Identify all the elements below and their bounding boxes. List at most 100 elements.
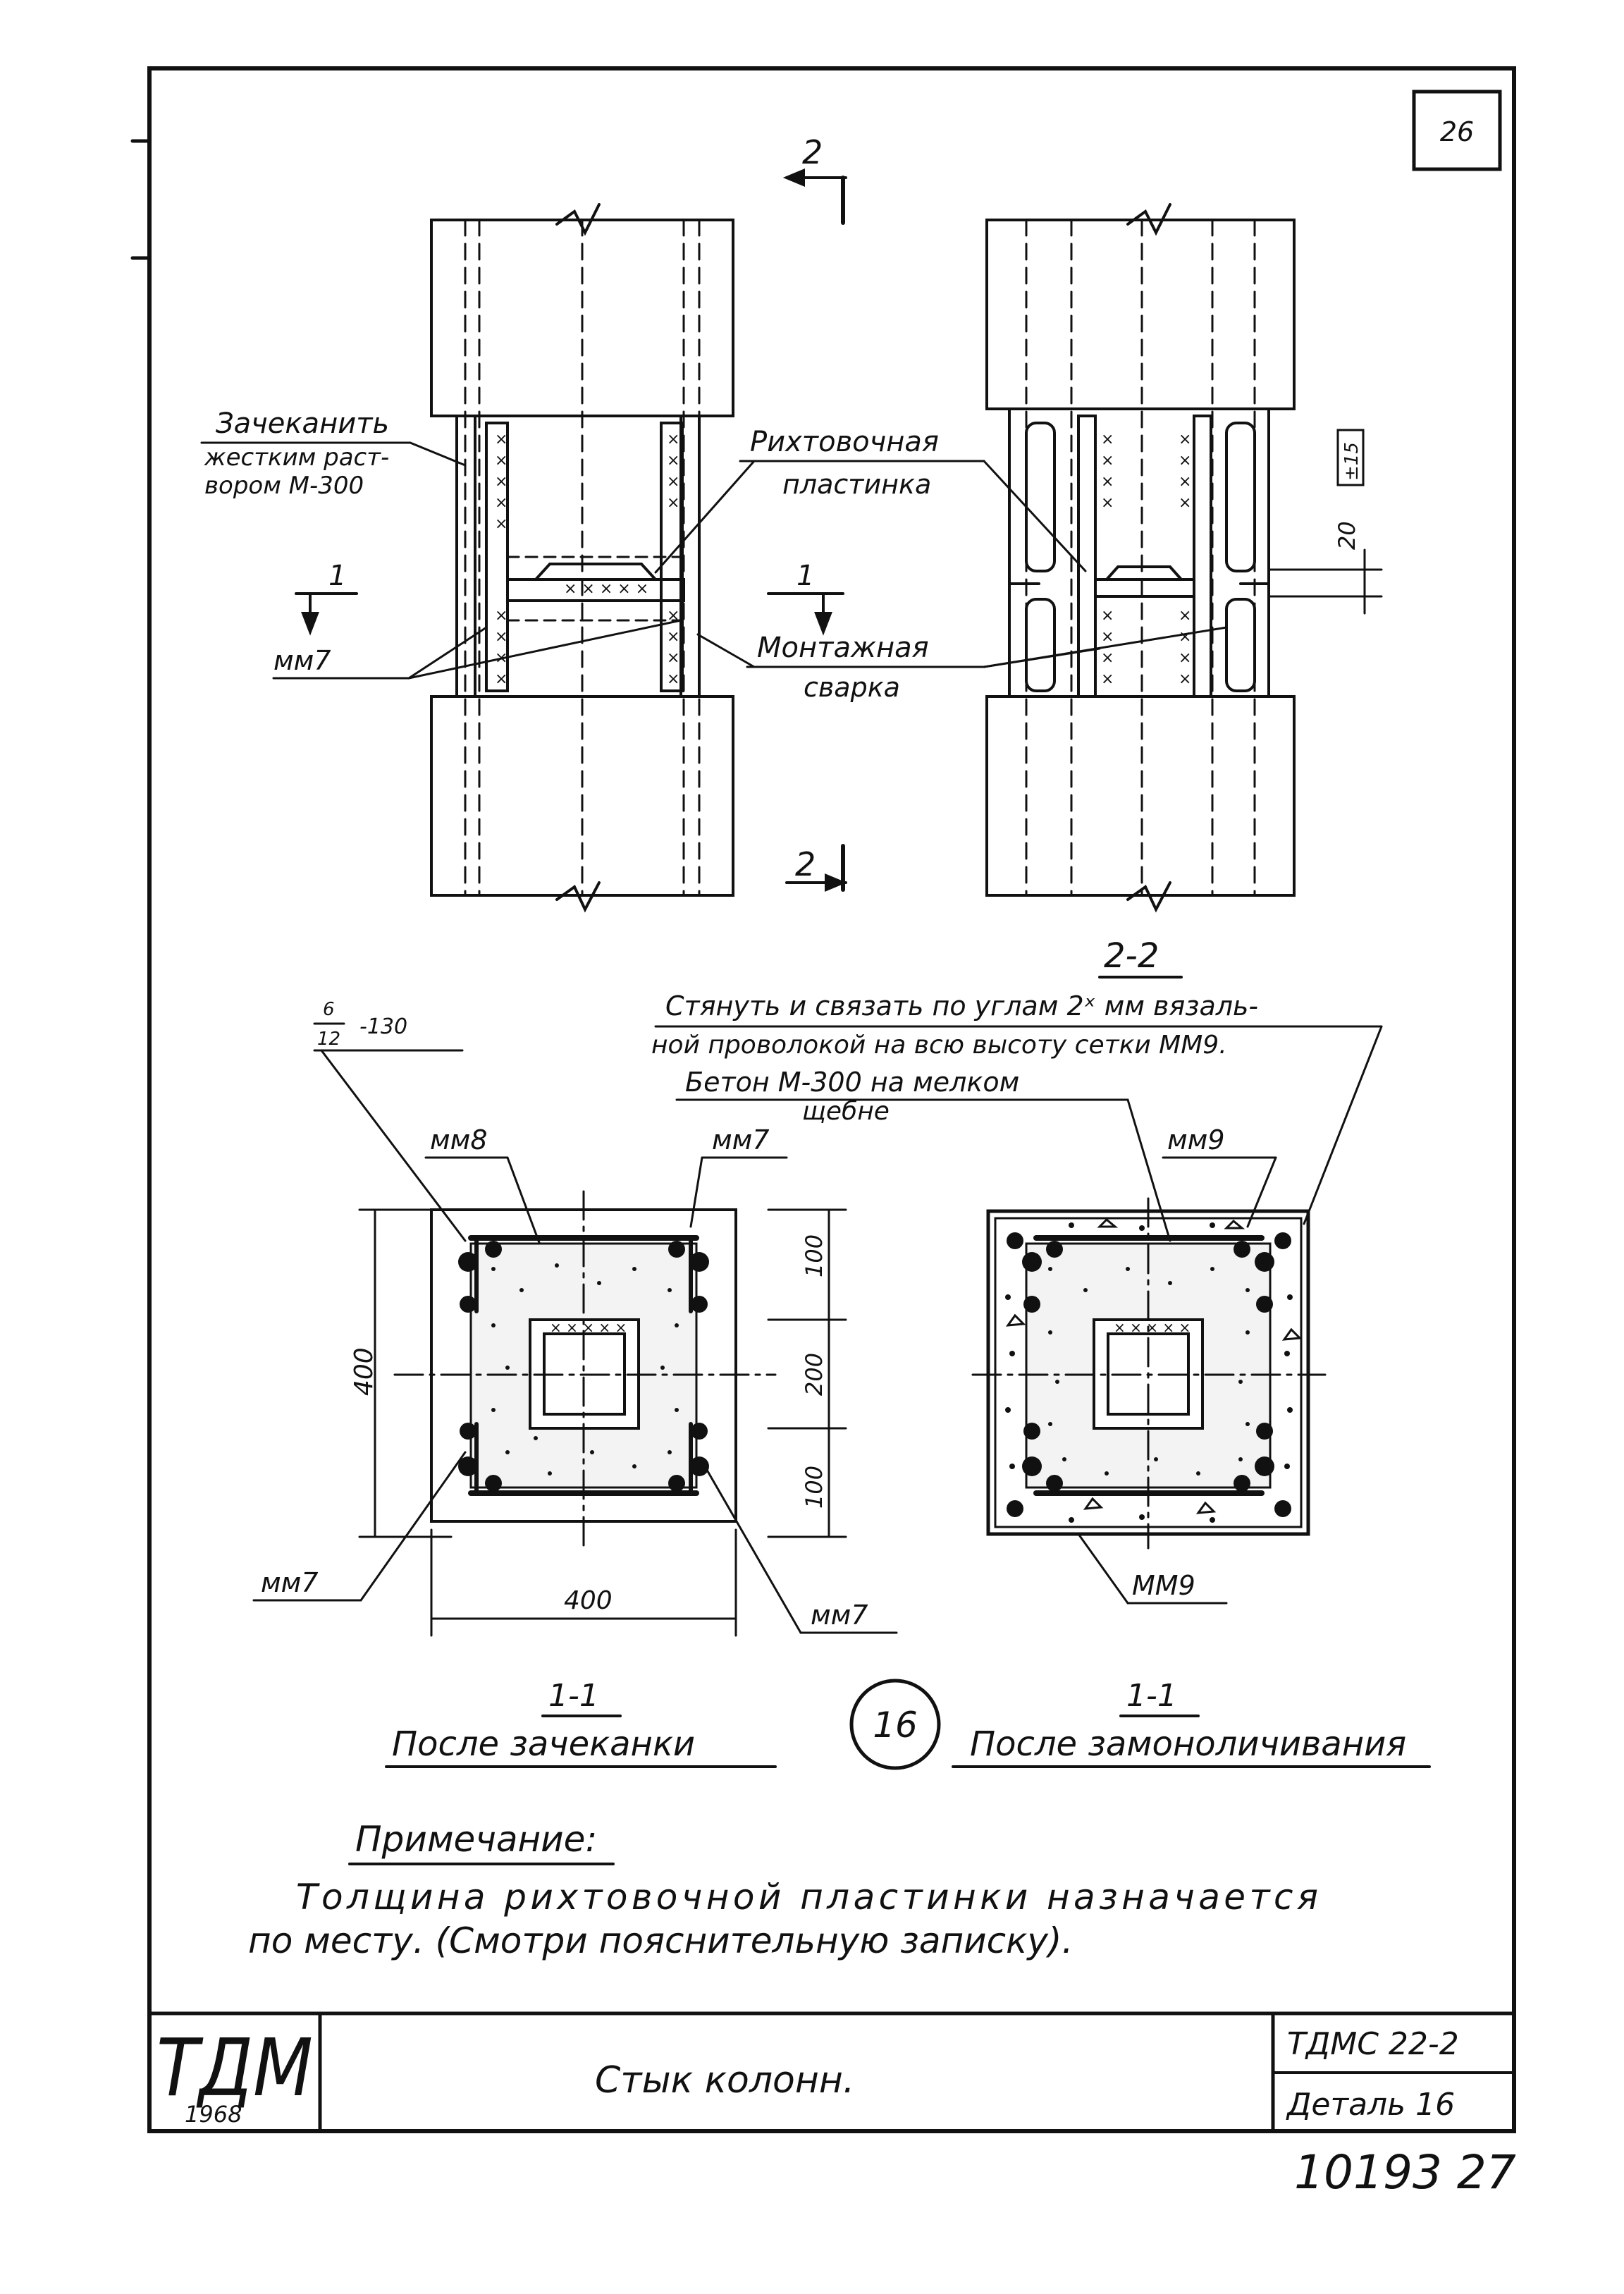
side-block <box>1225 598 1256 692</box>
svg-text:×: × <box>1179 473 1191 491</box>
callout-weld-line1: Монтажная <box>757 632 929 664</box>
callout-caulk: Зачеканить жестким раст- вором М-300 <box>200 407 467 500</box>
svg-text:×: × <box>1101 649 1114 667</box>
detail-number: 16 <box>873 1705 918 1746</box>
svg-text:×: × <box>667 473 679 491</box>
cut-mark-1-right: 1 <box>796 560 814 592</box>
side-block <box>1225 422 1256 572</box>
weld-crosses: ×××× ×××× ×××× ×××× <box>1101 431 1191 688</box>
lower-column-left <box>430 695 734 897</box>
logo-tdm: ТДМ <box>156 2023 313 2114</box>
side-block <box>1025 422 1056 572</box>
core-welds: × × × × × <box>1114 1319 1191 1336</box>
label-mm7-left: мм7 <box>261 1567 319 1598</box>
corner-welds <box>458 1241 709 1492</box>
upper-column-left <box>430 219 734 417</box>
label-mm7-top: мм7 <box>712 1124 770 1155</box>
svg-text:×: × <box>1101 628 1114 646</box>
lower-column-right <box>985 695 1296 897</box>
dim-width: 400 <box>564 1586 613 1615</box>
notes-line1: Толщина рихтовочной пластинки назначаетс… <box>296 1877 1318 1918</box>
svg-text:×: × <box>1101 670 1114 688</box>
svg-text:×: × <box>1101 494 1114 512</box>
steel-angle <box>1077 415 1097 698</box>
dim-mid: 200 <box>801 1353 828 1396</box>
section-arrowhead <box>825 873 847 892</box>
page-number-box <box>1412 90 1502 171</box>
upper-column-right <box>985 219 1296 410</box>
svg-text:×: × <box>667 494 679 512</box>
dim-gap: 20 <box>1334 521 1360 550</box>
callout-plate-line2: пластинка <box>782 469 931 500</box>
plan-right-title-num: 1-1 <box>1126 1678 1177 1714</box>
callout-weld: Монтажная сварка <box>696 626 1228 703</box>
svg-text:×: × <box>667 607 679 625</box>
plan-left: 6 12 -130 мм8 мм7 × × × × × <box>252 999 898 1768</box>
dim-height: 400 <box>350 1347 379 1396</box>
svg-text:×: × <box>495 628 508 646</box>
plan-left-title: После зачеканки <box>392 1724 695 1764</box>
dim-bottom: 100 <box>801 1466 828 1509</box>
plan-left-title-num: 1-1 <box>548 1678 599 1714</box>
dim-tolerance-box <box>1336 429 1365 486</box>
svg-text:×: × <box>1179 649 1191 667</box>
elevation-right: ×××× ×××× ×××× ×××× 20 ±15 2-2 <box>985 203 1383 979</box>
core-inner <box>1107 1332 1190 1416</box>
svg-text:×: × <box>495 494 508 512</box>
plate-weld <box>1105 565 1183 581</box>
core-welds: × × × × × <box>550 1319 627 1336</box>
concrete-aggregate <box>1005 1222 1293 1523</box>
weld-crosses: ××××× ×××× ×××× ×××× <box>495 431 679 688</box>
sheet-frame <box>147 66 1516 2133</box>
callout-mm7: мм7 <box>272 619 682 680</box>
dim-top: 100 <box>801 1234 828 1277</box>
break-mark <box>555 203 601 236</box>
label-mm7-right: мм7 <box>811 1600 868 1631</box>
side-block <box>1025 598 1056 692</box>
notes-line2: по месту. (Смотри пояснительную записку)… <box>248 1920 1073 1961</box>
note-tie-line1: Стянуть и связать по углам 2ˣ мм вязаль- <box>665 990 1258 1022</box>
grout-dots <box>491 1263 679 1476</box>
note-tie-line2: ной проволокой на всю высоту сетки ММ9. <box>651 1031 1227 1060</box>
note-concrete-line1: Бетон М-300 на мелком <box>685 1067 1019 1098</box>
leveling-plate <box>506 578 685 602</box>
elevation-left: × × × × × ××××× ×××× ×××× ×××× 2 2 1 1 <box>200 133 847 913</box>
page-number: 26 <box>1440 116 1474 147</box>
section-mark-2-bottom: 2 <box>795 845 816 883</box>
title-block: ТДМ 1968 Стык колонн. ТДМС 22-2 Деталь 1… <box>147 2011 1516 2133</box>
drawing-detail: Деталь 16 <box>1286 2087 1455 2123</box>
callout-caulk-line3: вором М-300 <box>204 472 364 500</box>
svg-text:×: × <box>495 515 508 533</box>
svg-text:×: × <box>495 607 508 625</box>
label-mm9-top: мм9 <box>1167 1124 1225 1155</box>
svg-text:×: × <box>1179 628 1191 646</box>
note-concrete-line2: щебне <box>802 1097 890 1126</box>
steel-angle <box>1193 415 1212 698</box>
svg-text:×: × <box>495 473 508 491</box>
rebar-label-tail: -130 <box>359 1014 407 1039</box>
joint-outline <box>1008 407 1040 585</box>
svg-text:×: × <box>1179 607 1191 625</box>
svg-text:×: × <box>1101 452 1114 470</box>
callout-plate: Рихтовочная пластинка <box>654 426 1087 574</box>
svg-text:×: × <box>1101 607 1114 625</box>
section-mark-2-top: 2 <box>802 133 823 171</box>
break-mark <box>1126 203 1171 236</box>
cut-arrowhead <box>814 612 832 636</box>
svg-text:×: × <box>1101 431 1114 448</box>
plan-right-title: После замоноличивания <box>970 1724 1406 1764</box>
svg-text:×: × <box>667 452 679 470</box>
rebar-label-num: 6 <box>323 999 335 1020</box>
weld-marks: × × × × × <box>564 580 648 598</box>
section-arrowhead <box>782 168 805 187</box>
svg-text:×: × <box>495 670 508 688</box>
svg-text:×: × <box>1179 670 1191 688</box>
svg-text:×: × <box>1179 494 1191 512</box>
svg-text:×: × <box>495 431 508 448</box>
plate-weld <box>534 563 657 581</box>
callout-plate-line1: Рихтовочная <box>750 426 939 458</box>
break-mark <box>555 881 601 913</box>
dim-gap-tolerance: ±15 <box>1341 442 1362 481</box>
